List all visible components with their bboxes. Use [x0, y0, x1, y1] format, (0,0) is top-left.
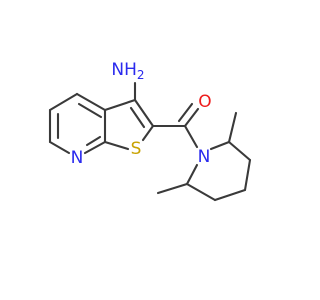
bond-c2p-c3p [227, 140, 252, 162]
bond-lines [48, 81, 252, 202]
bond-c2-s1 [141, 124, 155, 142]
sulfur-label: S [131, 139, 142, 159]
bond-n-c2p [209, 140, 231, 151]
bond-c3a-c3 [103, 98, 137, 112]
oxygen-label: O [198, 92, 211, 112]
amine-label: NH2 [111, 60, 144, 82]
bond-c6p-n [185, 163, 199, 186]
amine-main-text: NH [111, 60, 137, 80]
bond-carbonyl-o-1 [183, 107, 200, 128]
bond-c3p-c4p [243, 158, 252, 192]
amine-subscript: 2 [137, 68, 145, 82]
bond-c6p-methyl [156, 182, 189, 195]
bond-c3a-c4 [75, 92, 107, 112]
piperidine-nitrogen-label: N [198, 147, 211, 167]
bond-c5p-c6p [185, 182, 217, 202]
bond-c4p-c5p [213, 188, 247, 202]
atom-labels: NH2 O S N N [71, 60, 212, 168]
pyridine-nitrogen-label: N [71, 148, 84, 168]
bond-c3-c2-inner [129, 106, 146, 129]
canvas-background [0, 0, 300, 300]
bond-c3-c2 [133, 98, 155, 128]
molecule-structure-canvas: NH2 O S N N [0, 0, 300, 300]
bond-n7-c7a [83, 140, 107, 155]
bond-s1-c7a [103, 140, 130, 151]
bond-c6-n7 [48, 140, 71, 155]
bond-c4-c5 [48, 92, 79, 112]
bond-n7-c7a-inner [85, 135, 102, 147]
bond-c2p-methyl [227, 111, 238, 144]
bond-carbonyl-n [183, 124, 199, 149]
bond-c3a-c4-inner [77, 102, 103, 119]
bond-carbonyl-o-2 [177, 102, 194, 123]
